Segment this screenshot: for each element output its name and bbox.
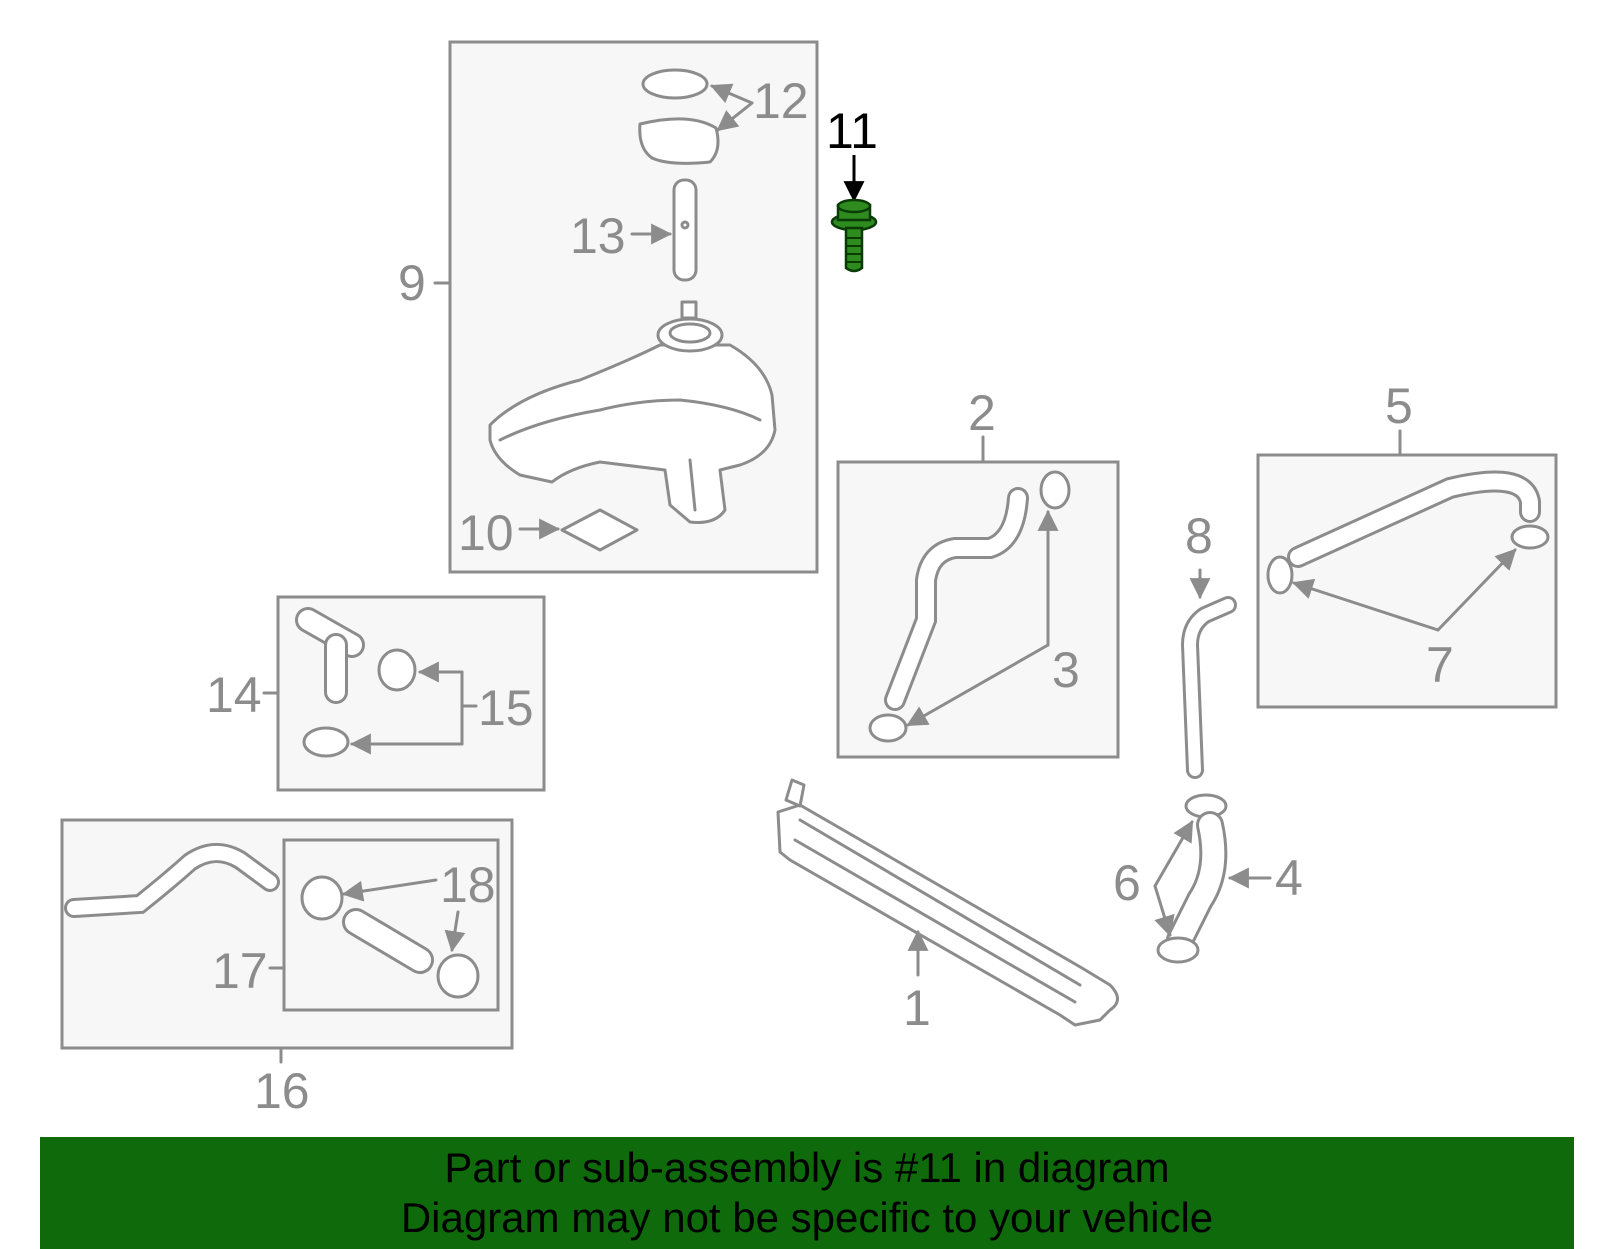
callout-13: 13 (570, 208, 626, 264)
clamp-18-bottom (436, 953, 480, 999)
upper-hose (887, 490, 1026, 708)
callout-3: 3 (1052, 642, 1080, 698)
coolant-reservoir (488, 343, 777, 524)
leader-12b (716, 101, 754, 132)
reservoir-pad (560, 508, 639, 552)
reservoir-nipple (680, 300, 698, 320)
intercooler (776, 803, 1119, 1027)
banner-line-2: Diagram may not be specific to your vehi… (400, 1194, 1214, 1241)
upper-hose-box (836, 460, 1120, 759)
callout-2: 2 (968, 385, 996, 441)
banner-line-1: Part or sub-assembly is #11 in diagram (444, 1144, 1170, 1191)
reservoir-mount-leg (688, 458, 697, 512)
hose-16 (67, 846, 277, 915)
callout-5: 5 (1385, 378, 1413, 434)
callout-7: 7 (1426, 637, 1454, 693)
callout-12: 12 (753, 73, 809, 129)
intercooler-group (776, 778, 1119, 1027)
hose-17 (345, 911, 431, 971)
leader-18-top (341, 878, 438, 902)
leader-3-down (906, 643, 1050, 727)
clamp-3-bottom (868, 713, 908, 743)
callout-15: 15 (478, 680, 534, 736)
bolt-threads (846, 237, 862, 263)
upper-hose-group (836, 435, 1120, 759)
clamp-6-bottom (1156, 936, 1200, 964)
reservoir-box (448, 40, 819, 574)
pipe-8-group (1153, 568, 1272, 964)
reservoir-assembly-group (433, 40, 819, 574)
leader-18-bottom (444, 910, 466, 953)
leader-6-down (1153, 884, 1175, 938)
clamp-7-right (1510, 524, 1550, 550)
callout-9: 9 (398, 255, 426, 311)
lower-hose-group (1256, 429, 1558, 709)
reservoir-neck-inner (668, 322, 712, 344)
leader-7-left (1292, 578, 1440, 632)
callout-14: 14 (206, 667, 262, 723)
leader-7-right (1436, 548, 1517, 632)
bolt-shank (844, 226, 864, 273)
callout-6: 6 (1113, 855, 1141, 911)
callout-10: 10 (458, 505, 514, 561)
clamp-3-top (1039, 470, 1071, 510)
cap-seal-ring (641, 68, 709, 100)
clamp-15-top (377, 648, 417, 692)
callout-8: 8 (1185, 508, 1213, 564)
intercooler-inlet (784, 778, 806, 808)
clamp-18-top (300, 875, 344, 921)
hose-kit-group (60, 818, 514, 1064)
reservoir-cap (638, 117, 720, 165)
callout-16: 16 (254, 1063, 310, 1119)
leader-6-up (1153, 820, 1194, 888)
intercooler-core-top (798, 818, 1082, 987)
hose-4 (1169, 814, 1225, 951)
clamp-15-bottom (302, 726, 350, 758)
callout-18: 18 (440, 857, 496, 913)
leader-12a (710, 83, 754, 105)
callout-17: 17 (212, 943, 268, 999)
callout-4: 4 (1275, 850, 1303, 906)
vent-tube (672, 178, 698, 282)
intercooler-core-bottom (793, 838, 1077, 1004)
callout-11: 11 (826, 103, 878, 159)
vent-tube-hole (680, 220, 690, 230)
connector-group (262, 595, 546, 792)
bolt-part-11[interactable] (830, 155, 878, 273)
clamp-7-left (1266, 555, 1294, 595)
pipe-8 (1183, 599, 1234, 776)
info-banner: Part or sub-assembly is #11 in diagram D… (40, 1137, 1574, 1249)
reservoir-ridge (498, 398, 762, 442)
lower-hose (1290, 473, 1538, 565)
callout-1: 1 (903, 980, 931, 1036)
bolt-head-top (836, 198, 872, 214)
